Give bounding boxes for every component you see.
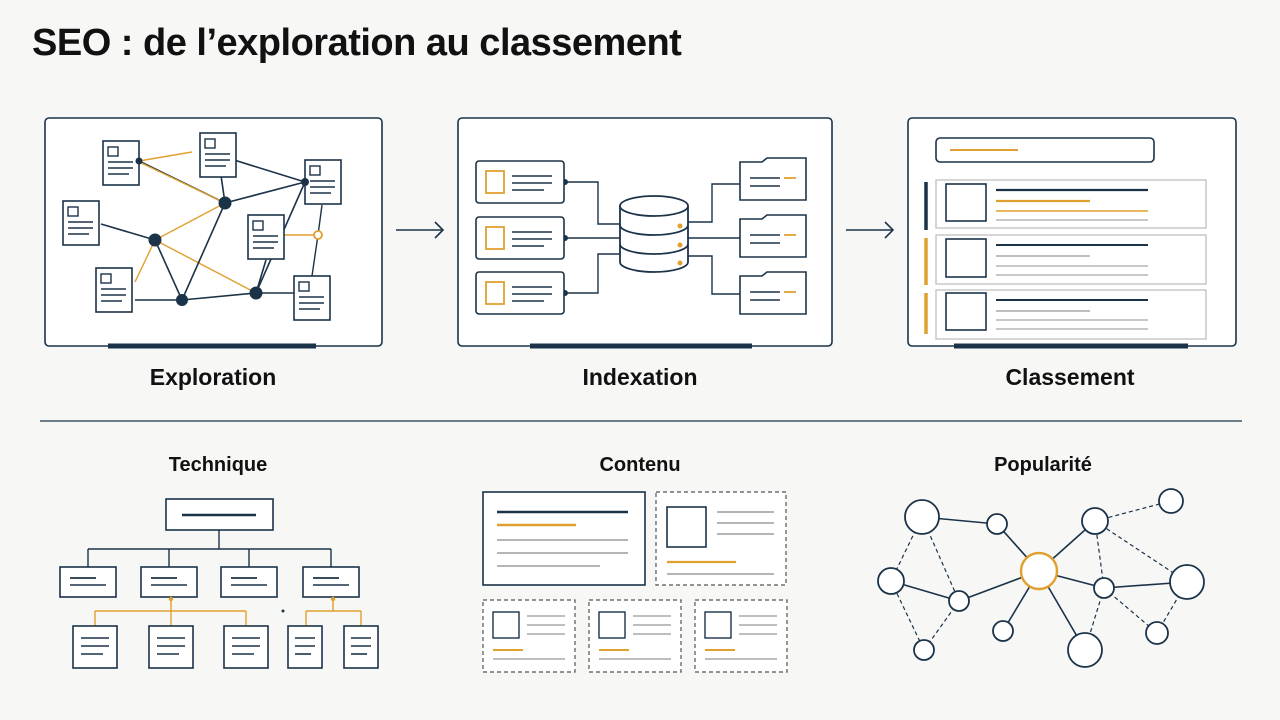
page-cards xyxy=(475,160,565,315)
page-icon xyxy=(293,275,331,321)
folder-icon xyxy=(739,271,807,315)
search-result-2 xyxy=(924,234,1207,285)
arrow-icon xyxy=(846,221,895,239)
page-card xyxy=(475,160,565,204)
page-card xyxy=(475,216,565,260)
page-icon xyxy=(247,214,285,260)
stage-label-classement: Classement xyxy=(1005,364,1134,390)
page-title: SEO : de l’exploration au classement xyxy=(32,22,682,64)
page-icon xyxy=(62,200,100,246)
crawl-graph-nodes xyxy=(135,157,323,306)
page-icon xyxy=(95,267,133,313)
search-result-3 xyxy=(924,289,1207,340)
backlink-network xyxy=(877,488,1205,668)
indexation-panel xyxy=(457,117,833,349)
classement-panel xyxy=(907,117,1237,349)
stage-label-exploration: Exploration xyxy=(150,364,277,390)
search-result-1 xyxy=(924,179,1207,230)
page-card xyxy=(475,271,565,315)
database-icon xyxy=(619,195,689,273)
search-bar xyxy=(935,137,1155,163)
page-icon xyxy=(304,159,342,205)
folder-icon xyxy=(739,157,807,201)
content-blocks xyxy=(482,491,788,673)
index-connectors xyxy=(562,179,740,296)
hub-node xyxy=(1019,551,1059,591)
factor-label-popularite: Popularité xyxy=(994,454,1092,476)
factor-label-contenu: Contenu xyxy=(599,454,680,476)
exploration-panel xyxy=(44,117,383,349)
folder-icon xyxy=(739,214,807,258)
site-architecture-tree xyxy=(59,498,379,669)
page-icon xyxy=(102,140,140,186)
index-folders xyxy=(739,157,807,315)
arrow-icon xyxy=(396,221,445,239)
stage-label-indexation: Indexation xyxy=(582,364,697,390)
factor-label-technique: Technique xyxy=(169,454,268,476)
page-icon xyxy=(199,132,237,178)
